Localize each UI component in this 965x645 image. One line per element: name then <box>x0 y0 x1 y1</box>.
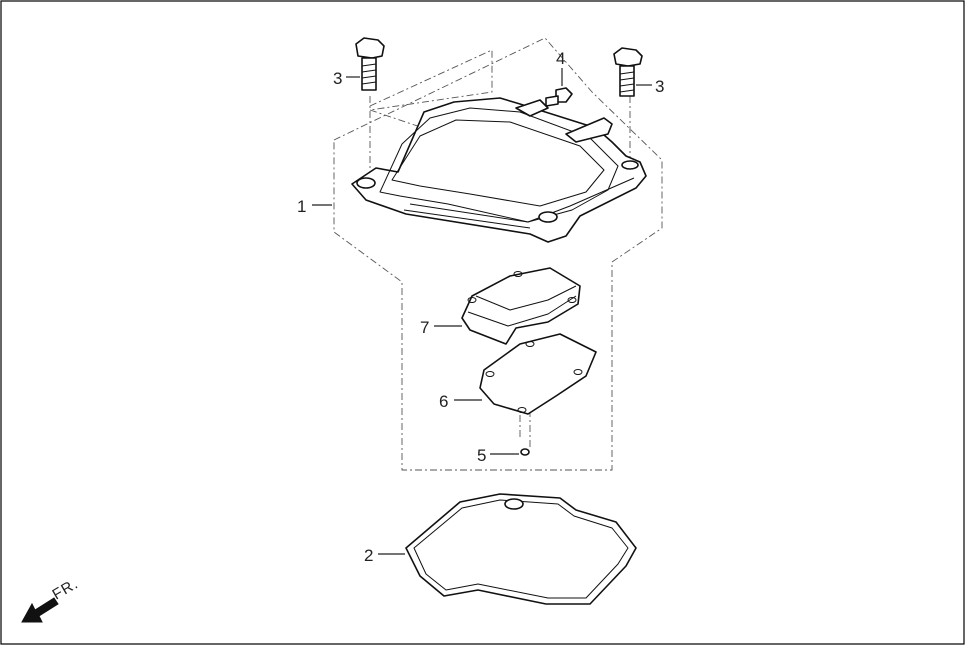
bolt-guide-left <box>369 49 493 174</box>
bolt-part-3-right <box>613 47 643 97</box>
assembly-outline <box>333 37 663 471</box>
baffle-plate-part-7 <box>461 267 581 345</box>
bolt-part-3-left <box>355 37 385 91</box>
valve-cover-part-1 <box>351 97 647 243</box>
callout-6: 6 <box>439 392 448 411</box>
cover-gasket-part-2 <box>405 493 637 605</box>
callout-7: 7 <box>420 318 429 337</box>
rivet-part-5 <box>520 448 530 456</box>
bolt-part-4 <box>545 87 573 107</box>
callout-5: 5 <box>477 446 486 465</box>
callout-4: 4 <box>556 49 565 68</box>
callout-1: 1 <box>297 197 306 216</box>
callout-2: 2 <box>364 546 373 565</box>
front-direction-arrow-icon <box>21 597 59 623</box>
callout-3-left: 3 <box>333 69 342 88</box>
callout-3-right: 3 <box>655 77 664 96</box>
plate-gasket-part-6 <box>479 333 597 415</box>
